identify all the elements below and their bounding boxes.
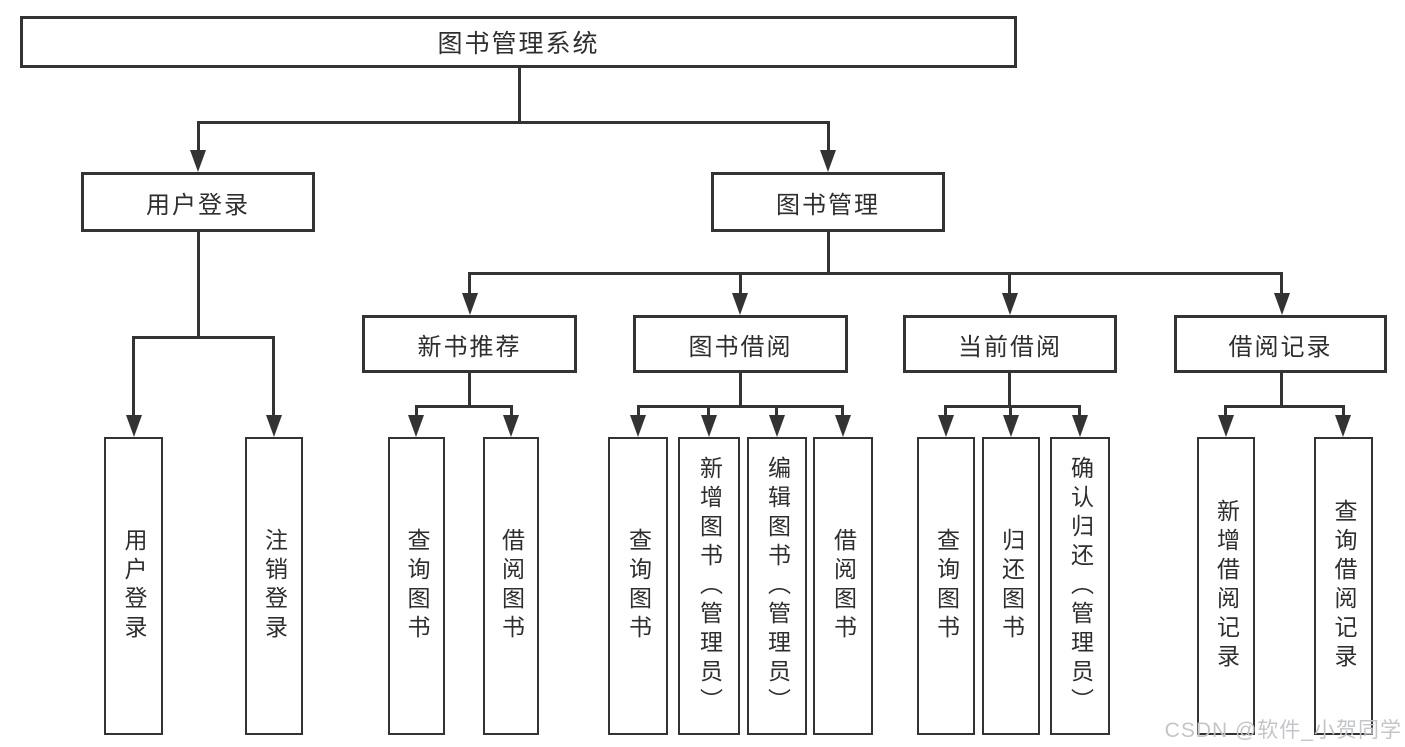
- connector-line: [707, 405, 710, 416]
- node-label: 图书管理系统: [437, 30, 600, 58]
- node-label: 用户登录: [121, 528, 147, 644]
- leaf-borrow-books: 借阅图书: [813, 437, 873, 735]
- connector-line: [1280, 371, 1283, 405]
- arrow-down-icon: [1335, 415, 1351, 437]
- connector-line: [1008, 371, 1011, 405]
- node-label: 查询借阅记录: [1331, 499, 1357, 673]
- node-label: 编辑图书（管理员）: [764, 455, 791, 717]
- arrow-down-icon: [630, 415, 646, 437]
- leaf-query-books-current: 查询图书: [917, 437, 975, 735]
- leaf-user-login: 用户登录: [104, 437, 163, 735]
- node-label: 归还图书: [998, 528, 1025, 644]
- connector-line: [1224, 405, 1227, 416]
- connector-line: [1342, 405, 1345, 416]
- connector-line: [518, 66, 521, 121]
- node-label: 借阅图书: [498, 528, 525, 644]
- arrow-down-icon: [408, 415, 424, 437]
- arrow-down-icon: [503, 415, 519, 437]
- node-label: 借阅记录: [1228, 333, 1333, 361]
- node-label: 用户登录: [146, 191, 250, 219]
- connector-line: [197, 121, 830, 124]
- arrow-down-icon: [1274, 293, 1290, 315]
- node-label: 借阅图书: [830, 528, 857, 644]
- node-label: 新增借阅记录: [1213, 499, 1240, 673]
- connector-line: [944, 405, 947, 416]
- arrow-down-icon: [190, 150, 206, 172]
- node-label: 新增图书（管理员）: [696, 455, 723, 717]
- arrow-down-icon: [126, 415, 142, 437]
- arrow-down-icon: [938, 415, 954, 437]
- leaf-query-books-borrowing: 查询图书: [608, 437, 668, 735]
- leaf-query-borrow-record: 查询借阅记录: [1314, 437, 1373, 735]
- connector-line: [468, 272, 1283, 275]
- connector-line: [272, 336, 275, 416]
- arrow-down-icon: [1218, 415, 1234, 437]
- connector-line: [510, 405, 513, 416]
- connector-line: [945, 405, 1081, 408]
- leaf-confirm-return-admin: 确认归还（管理员）: [1050, 437, 1110, 735]
- node-label: 查询图书: [625, 528, 652, 644]
- connector-line: [415, 405, 418, 416]
- node-label: 图书管理: [776, 191, 880, 219]
- node-label: 当前借阅: [958, 333, 1062, 361]
- connector-line: [841, 405, 844, 416]
- arrow-down-icon: [1003, 415, 1019, 437]
- arrow-down-icon: [835, 415, 851, 437]
- arrow-down-icon: [1072, 415, 1088, 437]
- node-book-borrowing: 图书借阅: [633, 315, 848, 373]
- csdn-watermark: CSDN @软件_小贺同学: [1164, 719, 1402, 742]
- arrow-down-icon: [769, 415, 785, 437]
- node-label: 确认归还（管理员）: [1067, 455, 1094, 717]
- node-library-system: 图书管理系统: [20, 16, 1017, 68]
- connector-line: [468, 371, 471, 405]
- node-label: 查询图书: [933, 528, 960, 644]
- arrow-down-icon: [732, 293, 748, 315]
- leaf-add-books-admin: 新增图书（管理员）: [678, 437, 740, 735]
- connector-line: [827, 230, 830, 272]
- connector-line: [827, 121, 830, 151]
- node-book-management: 图书管理: [711, 172, 945, 232]
- node-current-borrowing: 当前借阅: [903, 315, 1117, 373]
- connector-line: [775, 405, 778, 416]
- leaf-query-books-recommend: 查询图书: [388, 437, 445, 735]
- connector-line: [468, 272, 471, 294]
- node-user-login: 用户登录: [81, 172, 315, 232]
- connector-line: [197, 121, 200, 151]
- leaf-add-borrow-record: 新增借阅记录: [1197, 437, 1255, 735]
- connector-line: [739, 371, 742, 405]
- node-label: 新书推荐: [417, 333, 522, 361]
- leaf-borrow-books-recommend: 借阅图书: [483, 437, 539, 735]
- connector-line: [1078, 405, 1081, 416]
- arrow-down-icon: [462, 293, 478, 315]
- connector-line: [415, 405, 512, 408]
- node-borrow-records: 借阅记录: [1174, 315, 1387, 373]
- connector-line: [1009, 405, 1012, 416]
- connector-line: [132, 336, 135, 416]
- leaf-return-books: 归还图书: [982, 437, 1040, 735]
- connector-line: [132, 336, 275, 339]
- connector-line: [1280, 272, 1283, 294]
- node-label: 注销登录: [261, 528, 288, 644]
- node-label: 查询图书: [404, 528, 430, 644]
- connector-line: [1008, 272, 1011, 294]
- leaf-logout: 注销登录: [245, 437, 303, 735]
- arrow-down-icon: [701, 415, 717, 437]
- connector-line: [1225, 405, 1345, 408]
- node-label: 图书借阅: [688, 333, 793, 361]
- arrow-down-icon: [820, 150, 836, 172]
- connector-line: [739, 272, 742, 294]
- arrow-down-icon: [1002, 293, 1018, 315]
- node-new-book-recommend: 新书推荐: [362, 315, 577, 373]
- connector-line: [637, 405, 844, 408]
- arrow-down-icon: [266, 415, 282, 437]
- leaf-edit-books-admin: 编辑图书（管理员）: [747, 437, 807, 735]
- connector-line: [197, 230, 200, 336]
- connector-line: [637, 405, 640, 416]
